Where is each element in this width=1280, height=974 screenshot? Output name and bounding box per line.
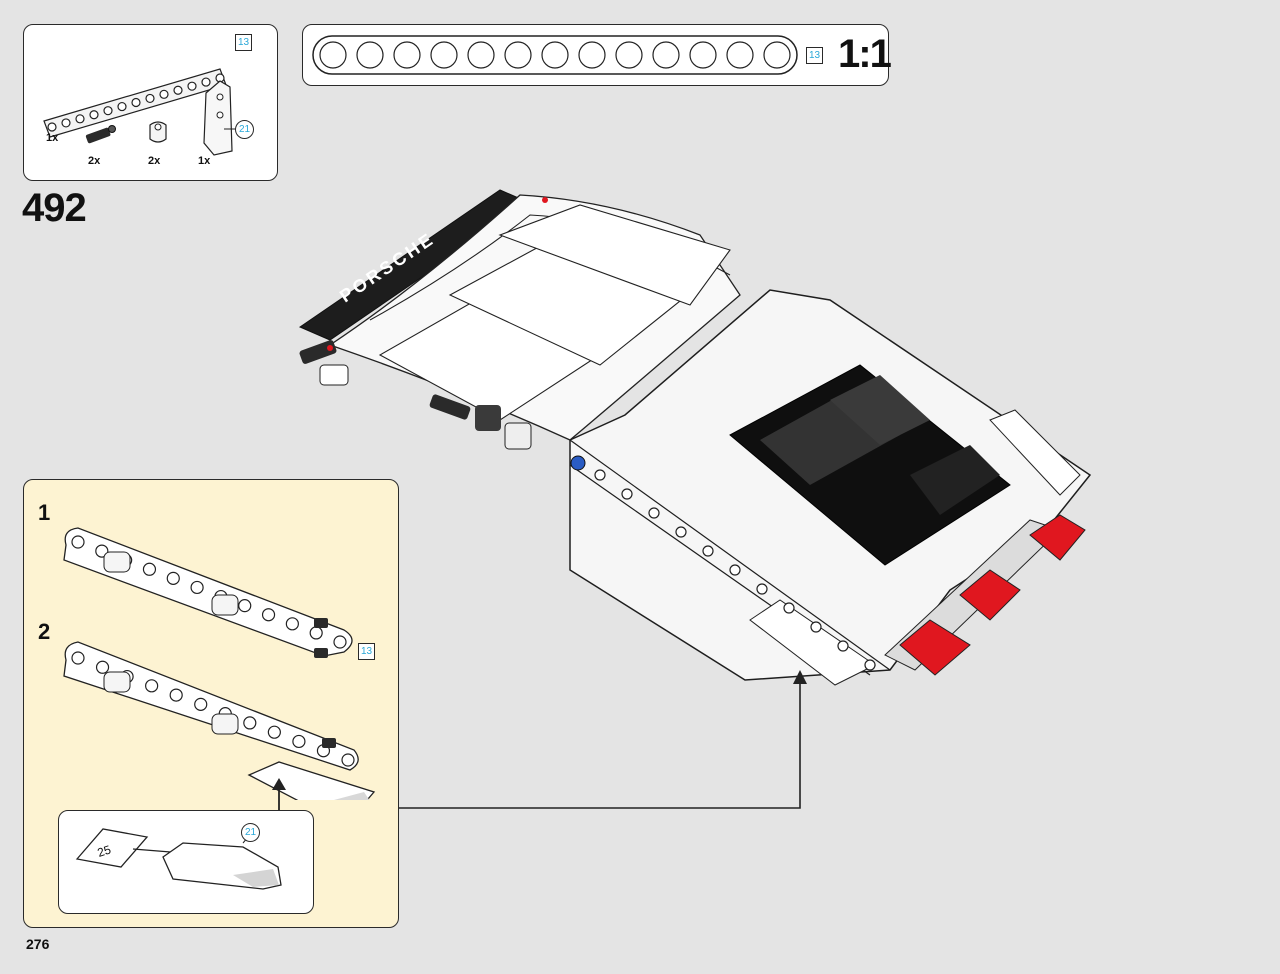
- beam-hole: [103, 106, 113, 116]
- beam-hole: [117, 101, 127, 112]
- substep-1-number: 1: [38, 500, 51, 525]
- substep-1-beam-hole: [238, 599, 252, 613]
- substep-2-beam-hole: [267, 725, 281, 739]
- substep-1-beam-hole: [166, 571, 180, 585]
- beam-hole: [61, 118, 71, 128]
- substep-1-beam-hole: [261, 608, 276, 622]
- side-beam-hole: [729, 564, 741, 576]
- substep-arrow-up-icon: [272, 778, 286, 812]
- parts-list-panel: 13 21 1x 2x 2x 1x: [23, 24, 278, 181]
- scale-beam-hole: [541, 41, 569, 69]
- side-beam-hole: [594, 469, 606, 481]
- beam-hole: [47, 122, 57, 132]
- scale-beam-hole: [504, 41, 532, 69]
- side-beam-hole: [675, 526, 687, 538]
- beam-hole: [145, 93, 155, 104]
- part-white-connector-image: [149, 121, 167, 143]
- scale-beam-hole: [726, 41, 754, 69]
- substep-1-beam-hole: [333, 635, 347, 649]
- scale-beam-hole: [578, 41, 606, 69]
- sticker-application-illustration: 25: [75, 828, 282, 890]
- beam-scale-image: [312, 35, 798, 75]
- beam-hole: [75, 114, 85, 124]
- main-model-illustration: PORSCHE: [298, 189, 1092, 686]
- loose-pins: [299, 340, 532, 450]
- scale-beam-hole: [393, 41, 421, 69]
- qty-panel: 1x: [198, 155, 211, 167]
- substep-2-beam-hole: [169, 688, 183, 702]
- scale-beam-hole: [356, 41, 384, 69]
- scale-beam-hole: [430, 41, 458, 69]
- substep-1-beam-hole: [285, 617, 299, 631]
- scale-beam-hole: [763, 41, 791, 69]
- beam-hole: [159, 89, 169, 99]
- substep-2-beam-hole: [194, 697, 208, 711]
- substep-2-number: 2: [38, 619, 51, 644]
- step-number: 492: [22, 186, 87, 230]
- beam-length-badge: 13: [235, 34, 252, 51]
- qty-beam: 1x: [46, 132, 59, 144]
- substep-2-beam-hole: [95, 660, 110, 674]
- substep-assembly-illustration: [63, 527, 376, 800]
- side-beam-hole: [621, 488, 633, 500]
- substep-1-beam-hole: [190, 580, 204, 595]
- scale-beam-hole: [615, 41, 643, 69]
- scale-beam-hole: [689, 41, 717, 69]
- substep-1-length-badge: 13: [358, 643, 375, 660]
- side-beam-hole: [864, 659, 876, 671]
- substep-2-beam-hole: [145, 679, 159, 693]
- side-beam-hole: [810, 621, 822, 633]
- substep-2-beam-hole: [341, 753, 355, 767]
- part-panel-image: [203, 80, 236, 156]
- scale-beam-hole: [652, 41, 680, 69]
- scale-label: 1:1: [838, 32, 892, 76]
- sticker-application-panel: 25 21: [58, 810, 314, 914]
- panel-part-badge: 21: [235, 120, 254, 139]
- substep-2-beam-hole: [292, 734, 306, 749]
- parts-list-illustration: [43, 68, 236, 156]
- beam-hole: [187, 81, 197, 91]
- page-number: 276: [26, 936, 50, 952]
- substep-2-beam-hole: [243, 716, 257, 730]
- substep-2-beam-hole: [71, 651, 85, 665]
- side-beam-hole: [756, 583, 768, 595]
- scale-beam-hole: [467, 41, 495, 69]
- sticker-number-text: 25: [96, 842, 113, 860]
- qty-pin: 2x: [88, 155, 101, 167]
- substep-1-beam-hole: [142, 562, 157, 576]
- scale-length-badge: 13: [806, 47, 823, 64]
- substep-2-beam: [63, 641, 376, 800]
- sticker-panel-badge: 21: [241, 823, 260, 842]
- beam-hole: [201, 77, 211, 87]
- substep-1-beam-hole: [71, 535, 85, 549]
- substep-1-beam: [63, 527, 353, 658]
- part-beam-13-image: [43, 68, 227, 138]
- scale-reference-panel: 13: [302, 24, 889, 86]
- side-beam-hole: [837, 640, 849, 652]
- beam-hole: [131, 97, 141, 108]
- part-black-pin-image: [85, 125, 116, 144]
- side-beam-hole: [648, 507, 660, 519]
- side-beam-hole: [702, 545, 714, 557]
- side-beam-hole: [783, 602, 795, 614]
- scale-beam-hole: [319, 41, 347, 69]
- qty-connector: 2x: [148, 155, 161, 167]
- beam-hole: [89, 110, 99, 120]
- beam-hole: [173, 85, 183, 95]
- callout-arrow-icon: [793, 670, 807, 684]
